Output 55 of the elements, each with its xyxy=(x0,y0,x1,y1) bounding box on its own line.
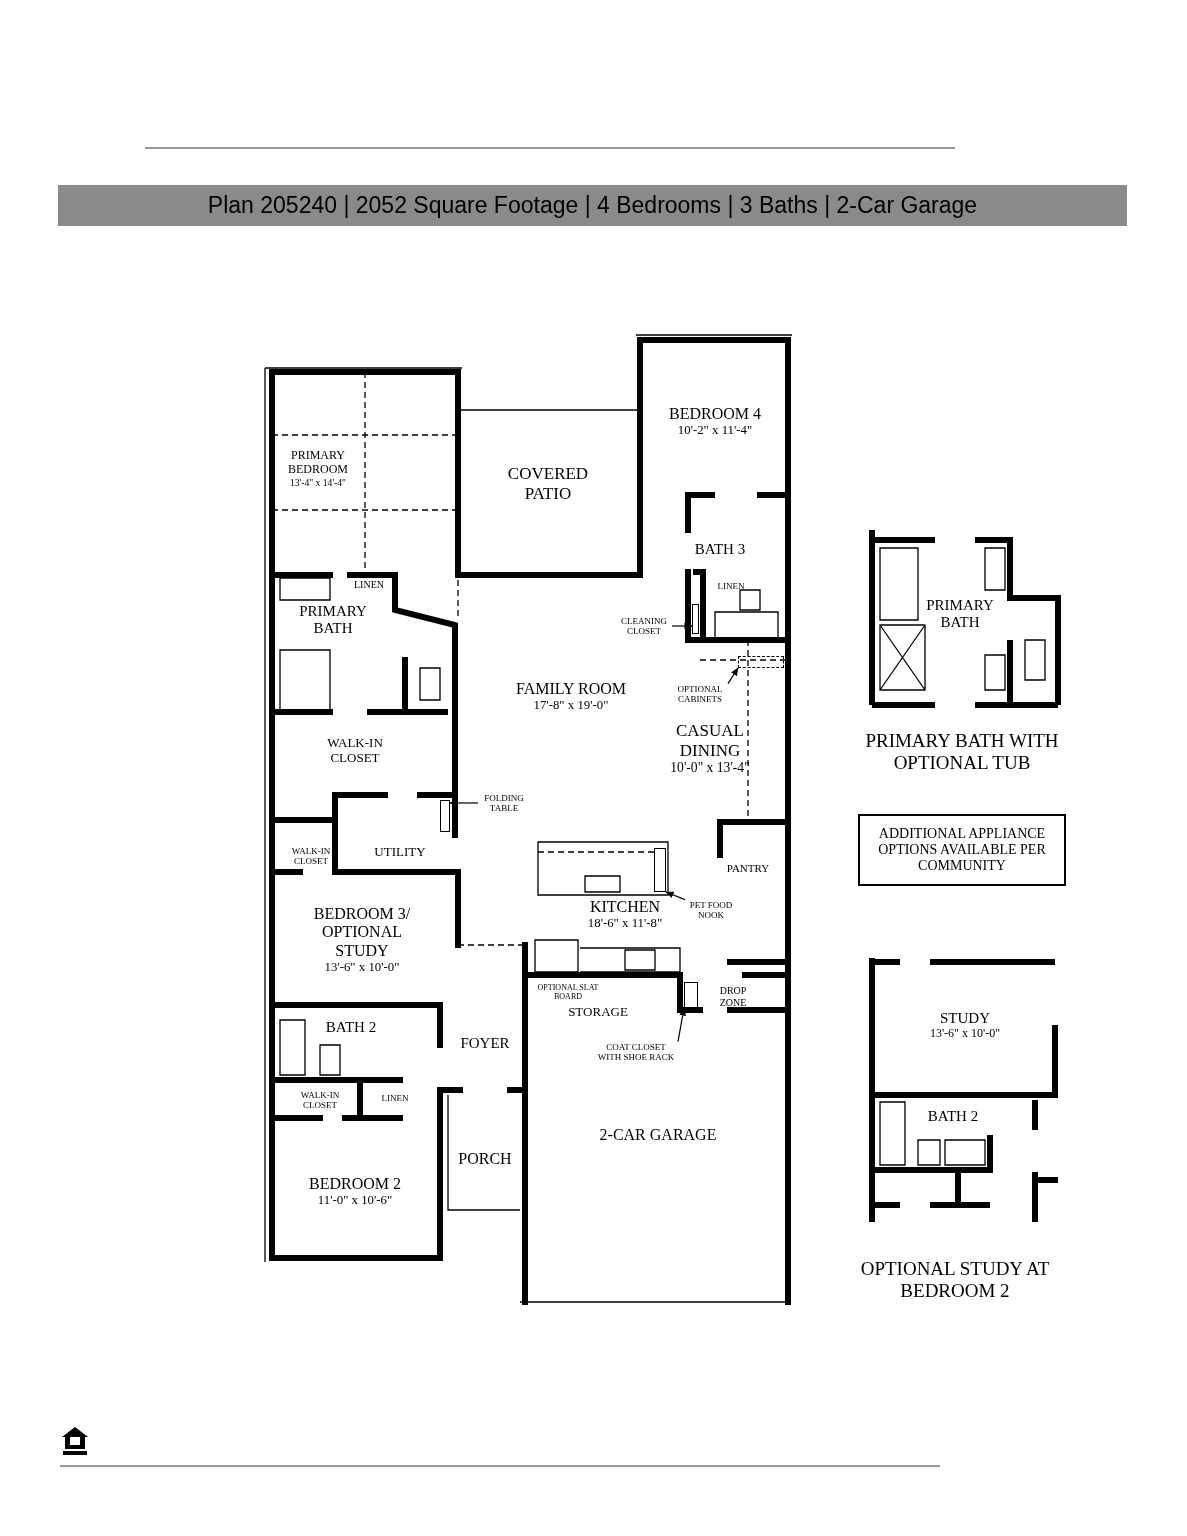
plan-note: OPTIONAL SLAT BOARD xyxy=(536,982,600,1002)
room-name: FOYER xyxy=(460,1035,510,1053)
room-name: UTILITY xyxy=(374,844,426,860)
room-name: BATH 2 xyxy=(927,1108,979,1126)
room-name: WALK-IN CLOSET xyxy=(290,845,332,867)
room-name: STUDY xyxy=(940,1010,990,1028)
closet-outline xyxy=(692,604,699,634)
leader-line xyxy=(665,891,686,901)
room-name: BEDROOM 3/ OPTIONAL STUDY xyxy=(312,905,412,961)
room-dimensions: 18'-6" x 11'-8" xyxy=(587,916,663,932)
callout-label: OPTIONAL CABINETS xyxy=(676,683,724,705)
room-name: PRIMARY BEDROOM xyxy=(287,448,349,477)
leader-line xyxy=(671,622,693,630)
nook-outline xyxy=(654,848,666,892)
room-dimensions: 17'-8" x 19'-0" xyxy=(533,698,609,714)
room-name: WALK-IN CLOSET xyxy=(299,1089,341,1111)
closet-outline xyxy=(684,982,698,1008)
room-name: PRIMARY BATH xyxy=(298,602,368,638)
room-name: PORCH xyxy=(458,1149,512,1169)
room-name: LINEN xyxy=(354,579,384,591)
room-dimensions: 13'-6" x 10'-0" xyxy=(324,960,400,975)
callout-label: CLEANING CLOSET xyxy=(620,615,668,637)
note-text: ADDITIONAL APPLIANCE OPTIONS AVAILABLE PER COMMUNITY xyxy=(877,826,1047,874)
room-name: CASUAL DINING xyxy=(675,720,745,760)
room-name: BEDROOM 2 xyxy=(309,1175,401,1194)
callout-label: PET FOOD NOOK xyxy=(688,899,734,921)
plan-summary: Plan 205240 | 2052 Square Footage | 4 Bedrooms | 3 Baths | 2-Car Garage xyxy=(207,192,978,219)
room-name: LINEN xyxy=(717,580,745,592)
note-box xyxy=(858,814,1066,886)
room-dimensions: 10'-2" x 11'-4" xyxy=(677,423,753,439)
room-name: 2-CAR GARAGE xyxy=(599,1125,717,1145)
callout-label: COAT CLOSET WITH SHOE RACK xyxy=(596,1041,676,1063)
room-name: WALK-IN CLOSET xyxy=(326,736,384,766)
room-name: KITCHEN xyxy=(589,898,661,917)
room-name: LINEN xyxy=(381,1092,409,1104)
callout-label: FOLDING TABLE xyxy=(483,792,525,814)
table-outline xyxy=(440,800,450,832)
room-dimensions: 13'-6" x 10'-0" xyxy=(929,1027,1001,1042)
cabinet-outline xyxy=(738,656,784,668)
room-name: PANTRY xyxy=(726,861,770,875)
leader-line xyxy=(449,799,479,807)
room-dimensions: 13'-4" x 14'-4" xyxy=(289,476,347,488)
room-dimensions: 10'-0" x 13'-4" xyxy=(670,759,750,776)
room-name: PRIMARY BATH xyxy=(925,596,995,632)
room-name: BEDROOM 4 xyxy=(669,405,761,424)
room-name: BATH 3 xyxy=(694,541,746,559)
inset-caption: OPTIONAL STUDY AT BEDROOM 2 xyxy=(859,1258,1051,1302)
room-name: FAMILY ROOM xyxy=(516,680,626,699)
leader-line xyxy=(727,667,739,685)
room-name: BATH 2 xyxy=(325,1019,377,1037)
room-name: STORAGE xyxy=(568,1004,628,1020)
room-name: COVERED PATIO xyxy=(506,464,590,504)
inset-caption: PRIMARY BATH WITH OPTIONAL TUB xyxy=(864,730,1060,774)
room-name: DROP ZONE xyxy=(718,984,748,1008)
room-dimensions: 11'-0" x 10'-6" xyxy=(317,1193,393,1209)
